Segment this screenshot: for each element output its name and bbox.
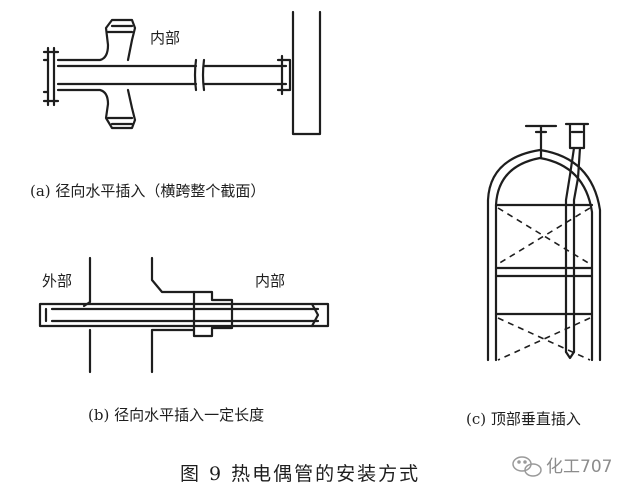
panel-b-drawing — [38, 256, 330, 374]
vessel-shell — [486, 148, 602, 362]
nozzle-lower — [56, 88, 137, 130]
flange-plate — [42, 46, 60, 107]
thermowell-tube — [38, 302, 330, 328]
wall-section-upper — [106, 24, 134, 34]
flange-bolts — [42, 58, 50, 94]
tube-inner — [50, 307, 320, 323]
packing-dashes — [497, 207, 591, 361]
panel-a-caption: (a) 径向水平插入（横跨整个截面） — [30, 182, 265, 200]
figure-caption: 图 9 热电偶管的安装方式 — [180, 463, 420, 485]
support-bracket — [276, 54, 292, 96]
middle-tray — [494, 266, 594, 278]
wall-right — [150, 256, 196, 294]
panel-b-outer-label: 外部 — [42, 272, 72, 290]
panel-a-drawing — [42, 10, 322, 136]
watermark: 化工707 — [512, 456, 612, 477]
panel-b-inner-label: 内部 — [255, 272, 285, 290]
tube-break — [193, 58, 206, 92]
panel-a-inner-label: 内部 — [150, 29, 180, 47]
vessel-shell-inner — [494, 156, 594, 362]
nozzle-upper — [56, 18, 137, 62]
top-nozzle — [524, 124, 558, 160]
panel-c-caption: (c) 顶部垂直插入 — [466, 410, 581, 428]
thermowell-tube-far — [202, 64, 288, 86]
wechat-icon — [512, 456, 542, 477]
panel-c-drawing — [486, 122, 602, 362]
thermowell-tip — [564, 350, 576, 360]
wall-left — [82, 256, 92, 308]
watermark-text: 化工707 — [546, 457, 612, 477]
wall-section-lower — [106, 116, 134, 126]
coupling — [192, 290, 234, 338]
tube-tip — [310, 302, 320, 328]
wall-bottom — [88, 328, 196, 374]
vessel-wall-far — [291, 10, 322, 136]
thermowell-head — [564, 122, 590, 150]
thermowell-tube — [56, 64, 198, 86]
panel-b-caption: (b) 径向水平插入一定长度 — [88, 406, 264, 424]
